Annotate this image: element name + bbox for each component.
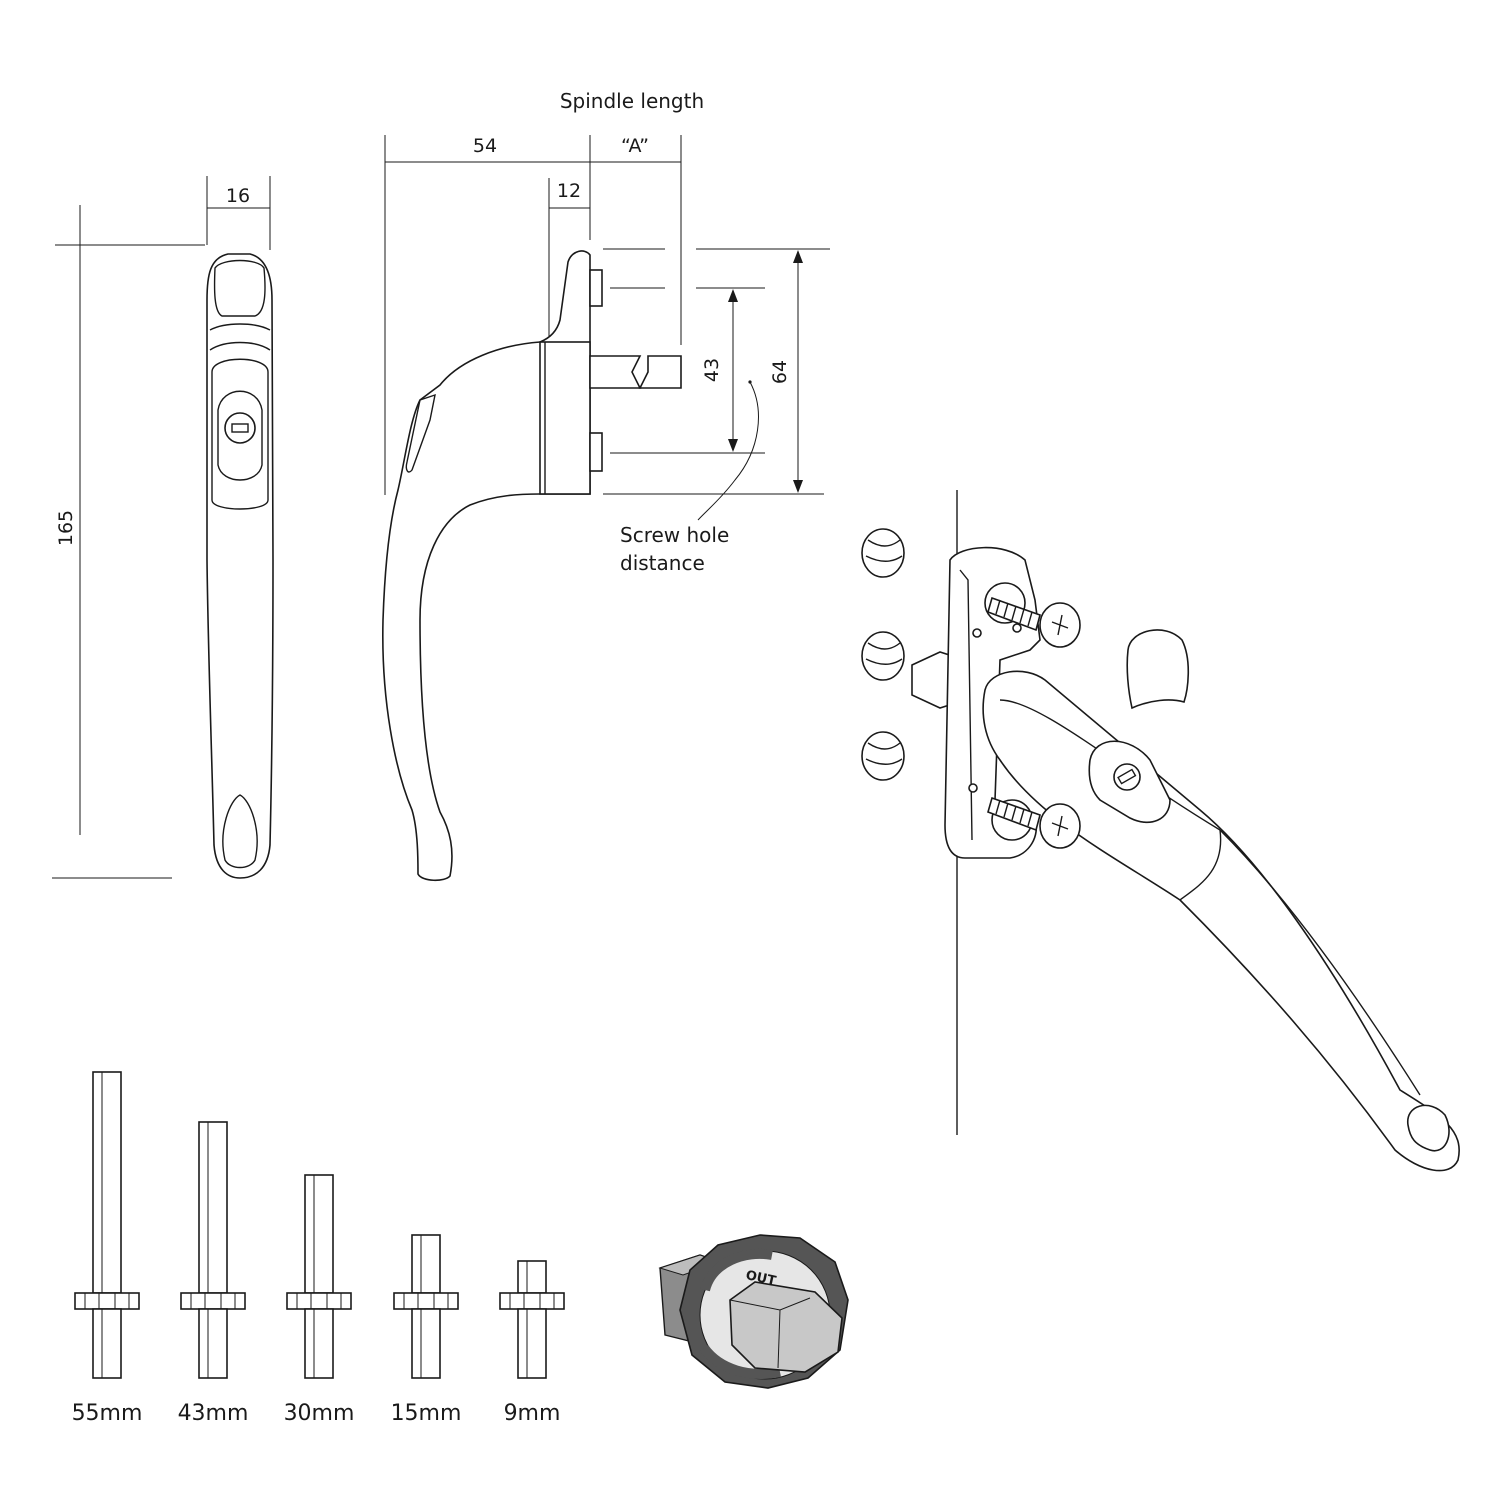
variable-length-label: “A” [621,135,649,157]
exploded-cover-plate [1126,629,1190,710]
spindle-length-label: 55mm [72,1401,143,1426]
upper-boss [589,269,603,307]
spindle-shaft [411,1234,441,1294]
exploded-handle-arm [982,670,1460,1172]
spindle-tail [411,1308,441,1379]
height-dimension-label: 165 [55,510,77,546]
spindle-length-title: Spindle length [560,89,704,113]
screw-outer-label: 64 [769,360,791,384]
base-length-label: 54 [473,135,497,157]
spindle-5: 9mm [499,1260,565,1426]
side-view: Spindle length 54 “A” 12 43 64 Screw hol [382,89,830,882]
screw-inner-label: 43 [701,358,723,382]
cover-cap [861,631,905,681]
spindle-shaft [517,1260,547,1294]
spindle-shaft [304,1174,334,1294]
spindle-tail [92,1308,122,1379]
spindle-shaft [92,1071,122,1294]
exploded-lock-cylinder [1113,763,1141,791]
spindle-4: 15mm [391,1234,462,1426]
screw-callout-line2: distance [620,551,705,575]
exploded-screw-upper [987,596,1081,648]
offset-label: 12 [557,180,581,202]
spindle-length-label: 30mm [284,1401,355,1426]
adapter-square-drive [729,1281,843,1373]
handle-front-outline [206,253,274,879]
spindle-2: 43mm [178,1121,249,1426]
spindle-tail [517,1308,547,1379]
front-lock-cylinder [224,412,256,444]
exploded-screw-lower [987,796,1081,849]
exploded-view [861,490,1460,1172]
cover-caps [861,528,905,781]
spindle-1: 55mm [72,1071,143,1426]
spindle-length-label: 9mm [504,1401,561,1426]
width-dimension-label: 16 [226,185,250,207]
spindle-3: 30mm [284,1174,355,1426]
cover-cap [861,731,905,781]
spindle-length-label: 43mm [178,1401,249,1426]
handle-side-outline [382,250,591,882]
spindle-set: 55mm 43mm 30mm 15mm 9mm [72,1071,565,1426]
spindle-tail [304,1308,334,1379]
screw-callout-line1: Screw hole [620,523,729,547]
cover-cap [861,528,905,578]
spindle-shaft [198,1121,228,1294]
lower-boss [589,432,603,472]
front-view: 16 165 [52,176,274,879]
spindle-length-label: 15mm [391,1401,462,1426]
spindle-adapter: OUT [658,1234,849,1389]
side-spindle-stub [589,355,642,389]
spindle-tail [198,1308,228,1379]
side-base-plate [539,341,591,495]
